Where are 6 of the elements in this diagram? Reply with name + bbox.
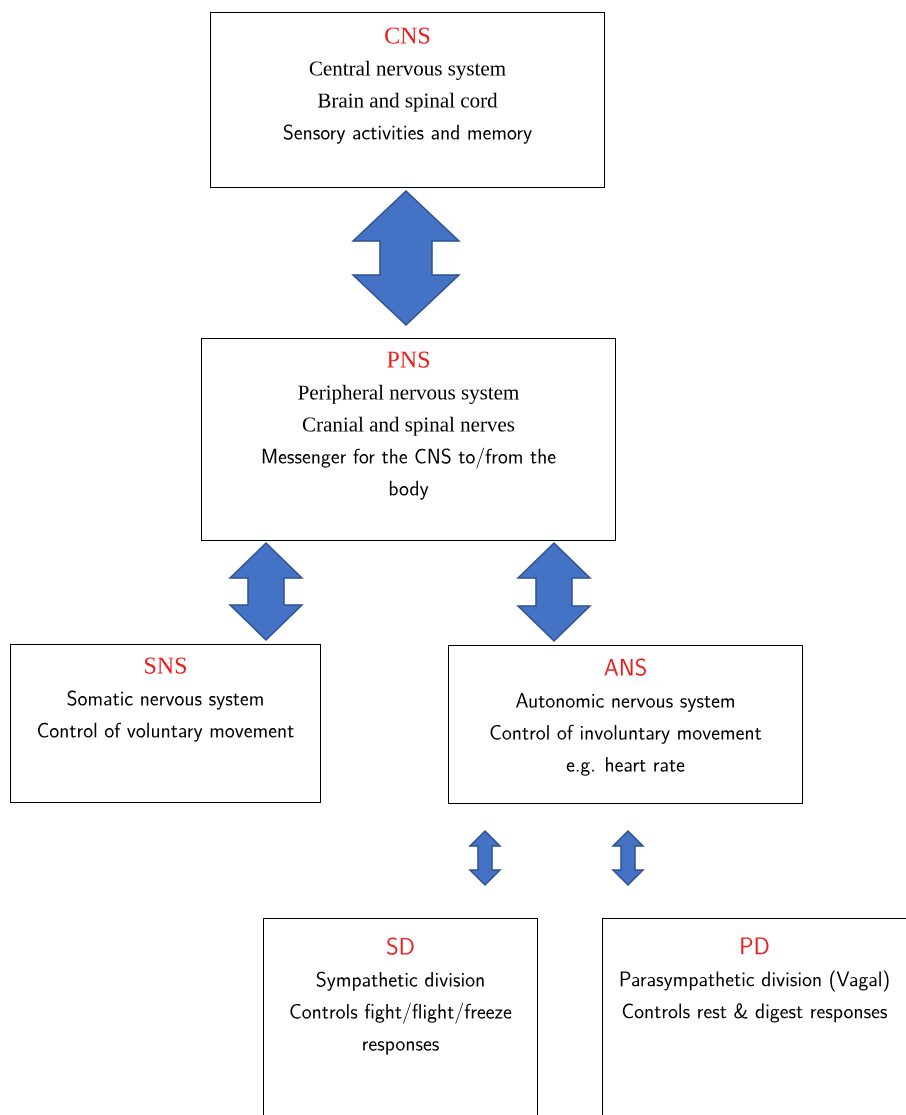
process-box: PD Parasympathetic division (Vagal) Controls rest & digest responses [602, 918, 906, 1115]
process-box: PNS Peripheral nervous system Cranial and spinal nerves Messenger for the CNS to/from the body [201, 338, 616, 541]
process-box: SD Sympathetic division Controls fight/flight/freeze responses [263, 918, 538, 1115]
process-box: SNS Somatic nervous system Control of voluntary movement [10, 644, 321, 803]
process-box: CNS Central nervous system Brain and spinal cord Sensory activities and memory [210, 12, 605, 188]
process-box: ANS Autonomic nervous system Control of involuntary movement e.g. heart rate [448, 645, 803, 804]
